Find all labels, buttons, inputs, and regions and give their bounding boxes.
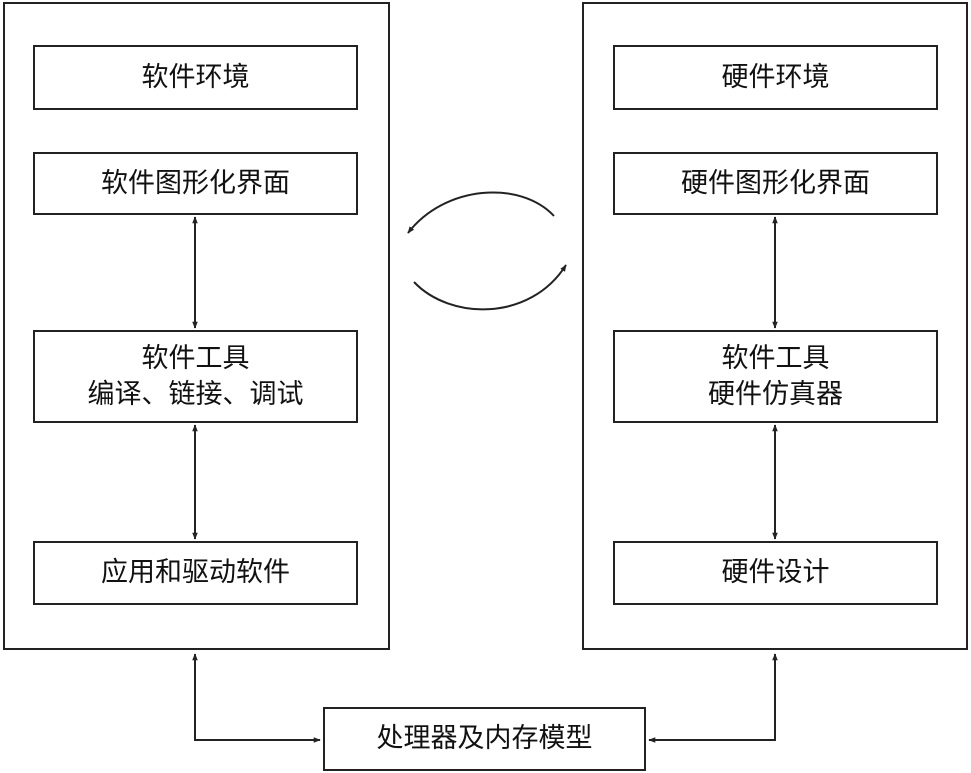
software-env-box: 软件环境 bbox=[33, 45, 358, 110]
processor-memory-model-box: 处理器及内存模型 bbox=[323, 707, 646, 771]
hardware-env-box: 硬件环境 bbox=[613, 45, 938, 110]
software-tools-label-2: 编译、链接、调试 bbox=[87, 378, 304, 410]
arrow-hw-panel-model bbox=[648, 653, 778, 743]
hardware-tools-label-2: 硬件仿真器 bbox=[708, 378, 843, 410]
cycle-arrow-bottom bbox=[413, 264, 567, 311]
software-tools-box: 软件工具 编译、链接、调试 bbox=[33, 330, 358, 423]
hardware-env-label: 硬件环境 bbox=[721, 61, 830, 93]
software-gui-label: 软件图形化界面 bbox=[101, 167, 290, 199]
software-gui-box: 软件图形化界面 bbox=[33, 152, 358, 215]
hardware-design-box: 硬件设计 bbox=[613, 541, 938, 605]
software-env-label: 软件环境 bbox=[141, 61, 250, 93]
software-tools-label-1: 软件工具 bbox=[141, 342, 250, 374]
software-app-box: 应用和驱动软件 bbox=[33, 541, 358, 605]
arrow-sw-panel-model bbox=[192, 653, 321, 743]
hardware-tools-box: 软件工具 硬件仿真器 bbox=[613, 330, 938, 423]
hardware-gui-box: 硬件图形化界面 bbox=[613, 152, 938, 215]
processor-memory-model-label: 处理器及内存模型 bbox=[376, 723, 593, 754]
hardware-design-label: 硬件设计 bbox=[721, 557, 830, 588]
hardware-tools-label-1: 软件工具 bbox=[721, 342, 830, 374]
cycle-arrow-top bbox=[407, 191, 555, 234]
software-app-label: 应用和驱动软件 bbox=[101, 557, 290, 588]
hardware-gui-label: 硬件图形化界面 bbox=[681, 167, 870, 199]
